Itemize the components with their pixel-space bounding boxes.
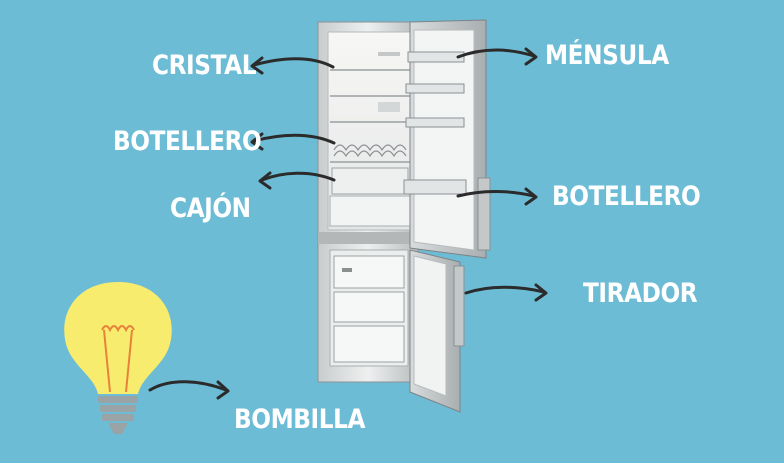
arrow-icon [250, 56, 335, 75]
drawer [331, 167, 409, 195]
arrow-icon [456, 187, 538, 206]
bulb-base [98, 396, 138, 434]
label-tirador: TIRADOR [583, 278, 698, 309]
freezer-badge [342, 268, 352, 272]
label-botellero-left: BOTELLERO [113, 126, 262, 157]
label-botellero-right: BOTELLERO [552, 181, 701, 212]
fridge-illustration [317, 19, 491, 413]
label-bombilla: BOMBILLA [234, 404, 366, 435]
arrows [148, 47, 548, 400]
label-cajon: CAJÓN [170, 193, 251, 224]
divider [318, 232, 418, 244]
arrow-icon [464, 283, 548, 302]
upper-handle [477, 177, 491, 251]
lower-door-liner [413, 255, 447, 397]
door-shelves [403, 51, 467, 195]
shelf-label [378, 102, 400, 112]
crisper-drawer [329, 195, 411, 227]
arrow-icon [258, 171, 336, 190]
control-panel [378, 52, 400, 56]
label-mensula: MÉNSULA [545, 40, 669, 71]
upper-door-liner [413, 29, 475, 251]
arrow-icon [456, 47, 538, 66]
arrow-icon [250, 132, 336, 151]
lower-handle [453, 265, 465, 347]
glass-shelves [330, 69, 410, 163]
bottle-rack [333, 144, 407, 158]
light-bulb-icon [64, 282, 172, 434]
label-cristal: CRISTAL [152, 50, 257, 81]
arrow-icon [148, 380, 230, 400]
